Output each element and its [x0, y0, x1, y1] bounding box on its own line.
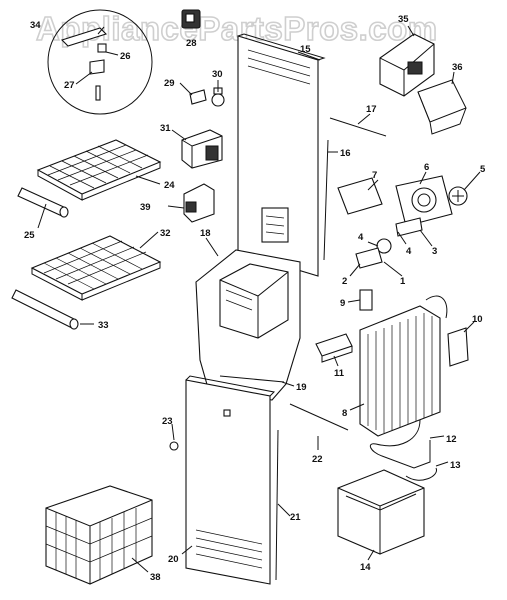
callout-10: 10 [472, 314, 483, 325]
callout-5: 5 [480, 164, 486, 175]
panel-20 [185, 375, 276, 585]
callout-15: 15 [300, 44, 311, 55]
callout-29: 29 [164, 78, 175, 89]
callout-21: 21 [290, 512, 301, 523]
callout-2: 2 [342, 276, 347, 287]
tube-13 [405, 467, 437, 481]
rod-16 [323, 139, 329, 261]
part-29-30 [189, 87, 225, 107]
part-39 [183, 183, 215, 223]
shelf-24 [36, 139, 162, 201]
rod-17 [329, 117, 387, 137]
callout-7: 7 [372, 170, 377, 181]
callout-38: 38 [150, 572, 161, 583]
fan-assembly [337, 175, 468, 269]
callout-33: 33 [98, 320, 109, 331]
drain-pan-14 [337, 469, 425, 555]
callout-20: 20 [168, 554, 179, 565]
callout-4-left: 4 [358, 232, 364, 243]
callout-25: 25 [24, 230, 35, 241]
callout-28: 28 [186, 38, 197, 49]
callout-34: 34 [30, 20, 41, 31]
callout-31: 31 [160, 123, 171, 134]
inset-detail [47, 9, 153, 115]
roller-33 [11, 289, 79, 330]
callout-6: 6 [424, 162, 429, 173]
part-23 [169, 441, 179, 451]
callout-30: 30 [212, 69, 223, 80]
rod-22 [289, 403, 349, 431]
evaporator-8 [359, 295, 448, 437]
callout-35: 35 [398, 14, 409, 25]
callout-36: 36 [452, 62, 463, 73]
callout-16: 16 [340, 148, 351, 159]
callout-14: 14 [360, 562, 371, 573]
callout-12: 12 [446, 434, 457, 445]
callout-22: 22 [312, 454, 323, 465]
callout-4-right: 4 [406, 246, 412, 257]
callout-11: 11 [334, 368, 345, 379]
leader-lines [37, 25, 481, 573]
callout-39: 39 [140, 202, 151, 213]
callout-19: 19 [296, 382, 307, 393]
callout-23: 23 [162, 416, 173, 427]
panel-15 [237, 33, 326, 277]
callout-labels: 34 26 27 28 29 30 31 24 25 39 32 33 18 1… [24, 14, 486, 583]
basket-38 [45, 485, 153, 585]
part-10 [447, 327, 469, 367]
part-31 [181, 129, 223, 169]
callout-1: 1 [400, 276, 406, 287]
callout-27: 27 [64, 80, 75, 91]
watermark: AppliancePartsPros.com [36, 10, 438, 47]
shelf-32 [30, 235, 162, 301]
part-28 [181, 9, 201, 29]
callout-3: 3 [432, 246, 437, 257]
callout-18: 18 [200, 228, 211, 239]
rod-19 [219, 375, 285, 383]
callout-24: 24 [164, 180, 175, 191]
callout-8: 8 [342, 408, 347, 419]
wire-36 [417, 79, 467, 135]
callout-17: 17 [366, 104, 377, 115]
callout-13: 13 [450, 460, 461, 471]
liner-18 [195, 249, 301, 401]
part-9 [359, 289, 373, 311]
rod-21 [275, 429, 279, 581]
part-11 [315, 333, 353, 363]
callout-9: 9 [340, 298, 345, 309]
tube-12 [369, 419, 431, 469]
roller-25 [17, 187, 69, 218]
bracket-35 [379, 33, 435, 97]
callout-32: 32 [160, 228, 171, 239]
callout-26: 26 [120, 51, 131, 62]
